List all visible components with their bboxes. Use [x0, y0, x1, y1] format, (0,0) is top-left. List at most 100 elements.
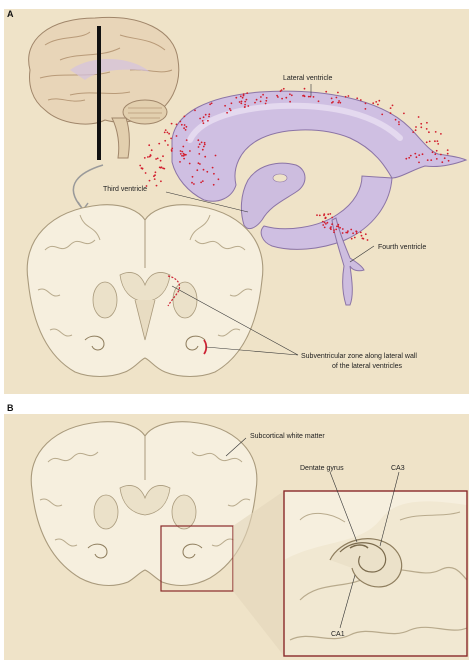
svz-dot — [239, 101, 241, 103]
svz-dot — [392, 105, 394, 107]
svz-dot — [164, 132, 166, 134]
svz-dot — [179, 121, 181, 123]
svz-dot — [448, 160, 450, 162]
svz-dot — [265, 100, 267, 102]
svz-dot — [325, 223, 327, 225]
label-fourth-ventricle: Fourth ventricle — [378, 244, 426, 251]
svz-dot — [436, 150, 438, 152]
svz-dot — [347, 232, 349, 234]
svz-dot — [416, 156, 418, 158]
svz-dot — [179, 161, 181, 163]
svz-dot — [434, 153, 436, 155]
svz-dot — [240, 103, 242, 105]
svz-dot — [199, 118, 201, 120]
svz-dot — [231, 102, 233, 104]
svz-dot — [365, 103, 367, 105]
svz-dot — [437, 140, 439, 142]
label-ca3: CA3 — [391, 465, 405, 472]
svz-dot — [205, 114, 207, 116]
svz-dot — [158, 143, 160, 145]
svz-dot — [167, 132, 169, 134]
svz-dot — [204, 144, 206, 146]
svz-dot — [330, 226, 332, 228]
svz-dot — [156, 185, 158, 187]
svz-dot — [189, 163, 191, 165]
svz-dot — [198, 162, 200, 164]
svz-dot — [184, 154, 186, 156]
svz-dot — [202, 120, 204, 122]
svz-dot — [323, 214, 325, 216]
label-subcortical-white-matter: Subcortical white matter — [250, 433, 325, 440]
svz-dot — [319, 215, 321, 217]
svz-dot — [164, 140, 166, 142]
svz-dot — [308, 96, 310, 98]
svz-dot — [246, 99, 248, 101]
svz-dot — [435, 131, 437, 133]
svz-dot — [352, 232, 354, 234]
label-svz-line1: Subventricular zone along lateral wall — [301, 353, 417, 360]
label-dentate-gyrus: Dentate gyrus — [300, 465, 344, 472]
svz-dot — [150, 155, 152, 157]
svz-dot — [154, 174, 156, 176]
svz-dot — [165, 129, 167, 131]
svz-dot — [354, 237, 356, 239]
svz-dot — [198, 153, 200, 155]
svz-dot — [145, 172, 147, 174]
svz-dot — [192, 176, 194, 178]
svz-dot — [437, 143, 439, 145]
svz-dot — [246, 92, 248, 94]
svz-dot — [215, 155, 217, 157]
label-ca1: CA1 — [331, 631, 345, 638]
svz-dot — [336, 226, 338, 228]
svz-dot — [381, 114, 383, 116]
svz-dot — [203, 169, 205, 171]
svz-dot — [410, 155, 412, 157]
svz-dot — [365, 108, 367, 110]
svz-dot — [430, 159, 432, 161]
svz-dot — [422, 153, 424, 155]
svz-dot — [351, 238, 353, 240]
svz-dot — [247, 105, 249, 107]
svz-dot — [281, 98, 283, 100]
svz-dot — [160, 180, 162, 182]
svz-dot — [398, 121, 400, 123]
svz-dot — [418, 154, 420, 156]
svz-dot — [377, 104, 379, 106]
svz-dot — [441, 161, 443, 163]
svz-dot — [333, 231, 335, 233]
svz-dot — [199, 143, 201, 145]
svz-dot — [372, 102, 374, 104]
svz-dot — [203, 116, 205, 118]
svz-dot — [181, 124, 183, 126]
svz-dot — [185, 129, 187, 131]
svz-dot — [333, 229, 335, 231]
lateral-brain — [29, 17, 179, 160]
svz-dot — [415, 129, 417, 131]
svz-dot — [208, 116, 210, 118]
svz-dot — [155, 158, 157, 160]
svz-dot — [171, 148, 173, 150]
svz-dot — [276, 95, 278, 97]
svz-dot — [254, 102, 256, 104]
svz-dot — [208, 113, 210, 115]
svz-dot — [260, 96, 262, 98]
svz-dot — [324, 227, 326, 229]
svz-dot — [212, 167, 214, 169]
coronal-section-a — [27, 205, 263, 377]
svz-dot — [318, 100, 320, 102]
svz-dot — [414, 153, 416, 155]
svz-dot — [262, 94, 264, 96]
svz-dot — [420, 126, 422, 128]
svz-dot — [139, 165, 141, 167]
svz-dot — [375, 101, 377, 103]
svz-dot — [398, 124, 400, 126]
svz-dot — [338, 100, 340, 102]
svz-dot — [390, 107, 392, 109]
svz-dot — [203, 122, 205, 124]
svz-dot — [440, 154, 442, 156]
svz-dot — [360, 99, 362, 101]
svz-dot — [256, 99, 258, 101]
svz-dot — [339, 227, 341, 229]
svz-dot — [324, 222, 326, 224]
svz-dot — [207, 120, 209, 122]
